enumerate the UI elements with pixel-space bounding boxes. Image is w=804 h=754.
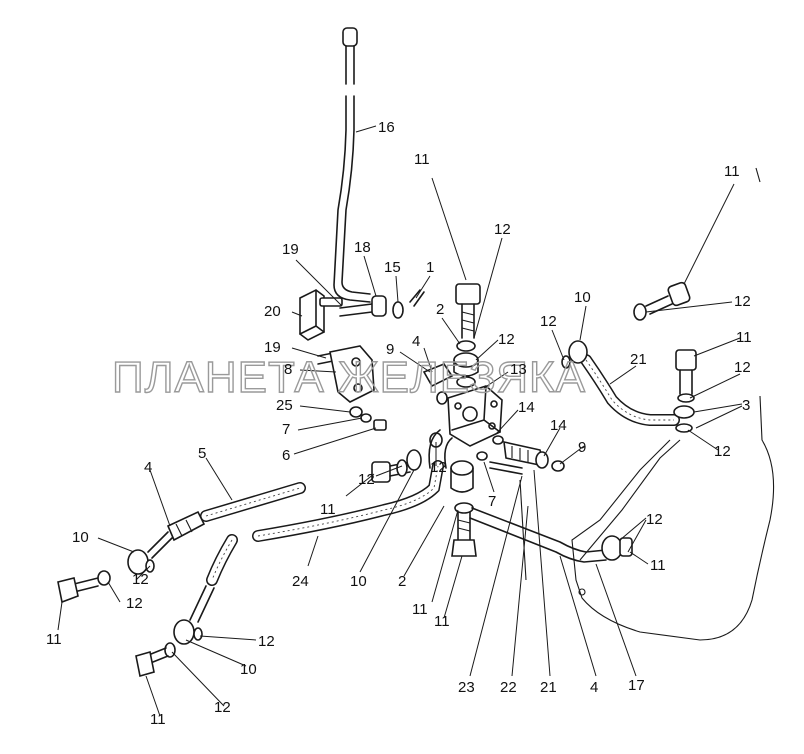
callout-labels: 16 11 12 11 19 18 15 1 10 12 20 2 12 12 … (46, 119, 752, 716)
callout-10: 10 (72, 529, 89, 546)
callout-12: 12 (430, 459, 447, 476)
parts-drawing (57, 27, 775, 678)
callout-10: 10 (574, 289, 591, 306)
callout-17: 17 (628, 677, 645, 694)
callout-25: 25 (276, 397, 293, 414)
callout-11: 11 (434, 613, 450, 630)
callout-4: 4 (590, 679, 598, 696)
callout-9: 9 (578, 439, 586, 456)
right-plug-assembly (489, 435, 565, 581)
upper-fittings (453, 283, 481, 388)
callout-20: 20 (264, 303, 281, 320)
callout-21: 21 (540, 679, 557, 696)
upper-right-bolt (633, 281, 691, 321)
callout-11: 11 (724, 163, 740, 180)
callout-10: 10 (240, 661, 257, 678)
callout-6: 6 (282, 447, 290, 464)
callout-19: 19 (264, 339, 281, 356)
callout-21: 21 (630, 351, 647, 368)
callout-12: 12 (258, 633, 275, 650)
callout-11-bottom: 11 (150, 711, 166, 728)
bracket (299, 289, 343, 341)
callout-11: 11 (650, 557, 666, 574)
upper-right-hose (561, 340, 697, 433)
callout-14: 14 (518, 399, 535, 416)
callout-12: 12 (540, 313, 557, 330)
callout-12: 12 (214, 699, 231, 716)
callout-9: 9 (386, 341, 394, 358)
callout-7: 7 (282, 421, 290, 438)
left-connector (57, 510, 206, 604)
plate (329, 345, 375, 403)
lever-rod (333, 27, 371, 303)
watermark: ПЛАНЕТА ЖЕЛЕЗЯКА (112, 353, 586, 402)
callout-11: 11 (46, 631, 62, 648)
callout-12: 12 (494, 221, 511, 238)
callout-12: 12 (734, 359, 751, 376)
callout-4: 4 (412, 333, 420, 350)
callout-18: 18 (354, 239, 371, 256)
callout-3: 3 (742, 397, 750, 414)
callout-1: 1 (426, 259, 434, 276)
hose-5 (200, 482, 306, 522)
callout-11: 11 (736, 329, 752, 346)
callout-7: 7 (488, 493, 496, 510)
callout-12: 12 (126, 595, 143, 612)
long-tube (469, 507, 633, 563)
callout-10: 10 (350, 573, 367, 590)
callout-15: 15 (384, 259, 401, 276)
callout-11: 11 (414, 151, 430, 168)
housing-outline (571, 167, 775, 641)
callout-4: 4 (144, 459, 152, 476)
callout-12: 12 (646, 511, 663, 528)
callout-14: 14 (550, 417, 567, 434)
callout-19: 19 (282, 241, 299, 258)
callout-2: 2 (398, 573, 406, 590)
callout-12: 12 (358, 471, 375, 488)
callout-11: 11 (412, 601, 428, 618)
callout-22: 22 (500, 679, 517, 696)
callout-12: 12 (714, 443, 731, 460)
lower-fittings (429, 432, 488, 557)
callout-5: 5 (198, 445, 206, 462)
lower-left-hose (135, 534, 238, 678)
callout-12: 12 (132, 571, 149, 588)
callout-13: 13 (510, 361, 527, 378)
valve-body (447, 385, 503, 447)
callout-12: 12 (498, 331, 515, 348)
hose-24 (252, 429, 453, 542)
callout-8: 8 (284, 361, 292, 378)
callout-12: 12 (734, 293, 751, 310)
callout-2: 2 (436, 301, 444, 318)
callout-16: 16 (378, 119, 395, 136)
leader-lines (57, 125, 743, 717)
left-banjo-bolt (371, 449, 422, 483)
small-fasteners (349, 406, 387, 431)
callout-23: 23 (458, 679, 475, 696)
callout-24: 24 (292, 573, 309, 590)
callout-11: 11 (320, 501, 336, 518)
